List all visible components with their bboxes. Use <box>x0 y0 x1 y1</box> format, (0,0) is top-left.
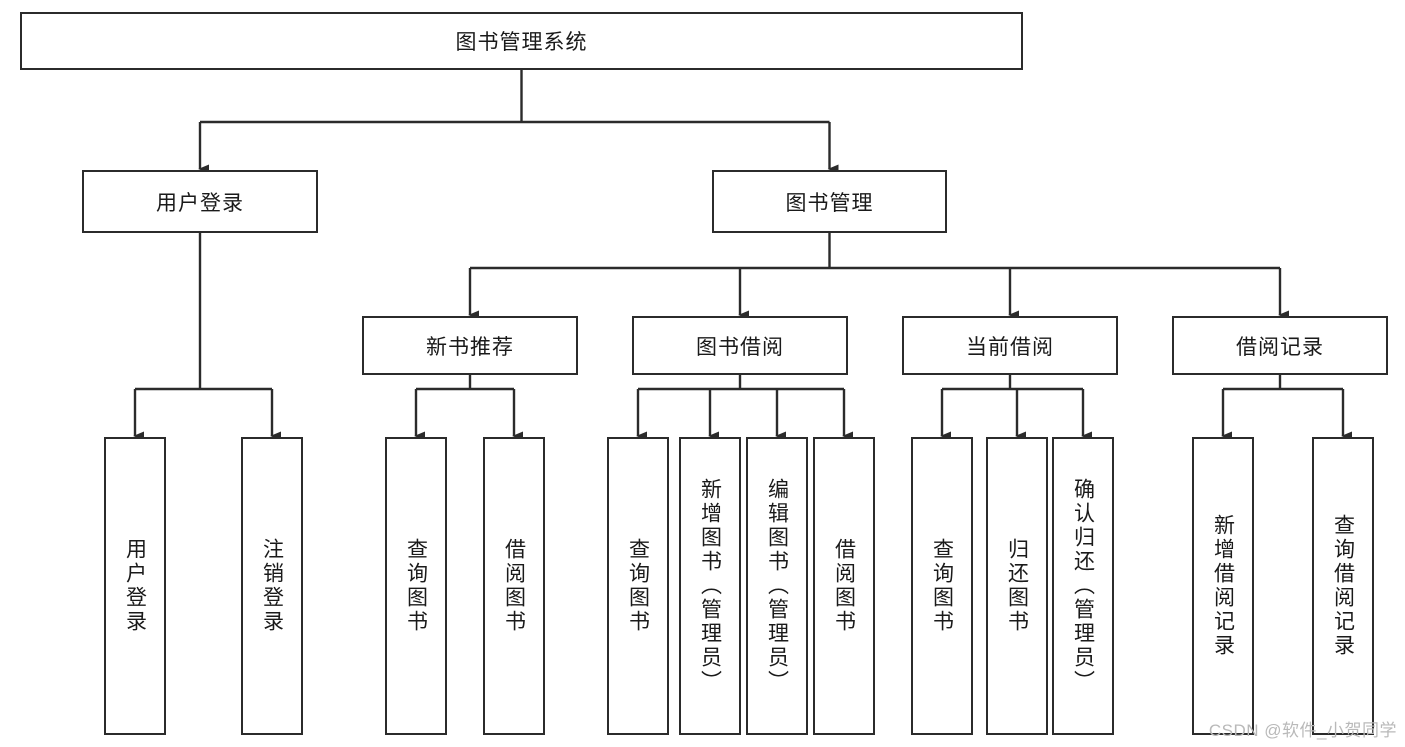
node-label: 图书管理 <box>785 191 874 215</box>
node-label: 借阅图书 <box>502 538 526 634</box>
node-label: 用户登录 <box>123 538 147 634</box>
node-label: 图书借阅 <box>696 335 784 359</box>
node-current-borrow[interactable]: 当前借阅 <box>902 316 1118 375</box>
node-label: 确认归还（管理员） <box>1071 478 1095 694</box>
node-leaf-borrow-2[interactable]: 借阅图书 <box>813 437 875 735</box>
node-label: 查询借阅记录 <box>1331 514 1355 658</box>
node-label: 新增借阅记录 <box>1211 514 1235 658</box>
node-leaf-confirm[interactable]: 确认归还（管理员） <box>1052 437 1114 735</box>
watermark: CSDN @软件_小贺同学 <box>1208 721 1397 740</box>
node-label: 归还图书 <box>1005 538 1029 634</box>
node-new-book-rec[interactable]: 新书推荐 <box>362 316 578 375</box>
node-label: 查询图书 <box>404 538 428 634</box>
node-leaf-add-record[interactable]: 新增借阅记录 <box>1192 437 1254 735</box>
node-leaf-logout[interactable]: 注销登录 <box>241 437 303 735</box>
node-label: 当前借阅 <box>966 335 1054 359</box>
node-root[interactable]: 图书管理系统 <box>20 12 1023 70</box>
node-label: 用户登录 <box>156 191 244 215</box>
node-label: 新增图书（管理员） <box>698 478 722 694</box>
node-book-manage[interactable]: 图书管理 <box>712 170 947 233</box>
node-leaf-qry-record[interactable]: 查询借阅记录 <box>1312 437 1374 735</box>
node-borrow-record[interactable]: 借阅记录 <box>1172 316 1388 375</box>
node-leaf-query-3[interactable]: 查询图书 <box>911 437 973 735</box>
node-user-login[interactable]: 用户登录 <box>82 170 318 233</box>
node-leaf-return[interactable]: 归还图书 <box>986 437 1048 735</box>
node-label: 注销登录 <box>260 538 284 634</box>
node-label: 新书推荐 <box>426 335 514 359</box>
node-leaf-edit-book[interactable]: 编辑图书（管理员） <box>746 437 808 735</box>
node-leaf-query-2[interactable]: 查询图书 <box>607 437 669 735</box>
node-label: 查询图书 <box>626 538 650 634</box>
node-book-borrow[interactable]: 图书借阅 <box>632 316 848 375</box>
node-label: 图书管理系统 <box>455 31 588 54</box>
node-leaf-borrow-1[interactable]: 借阅图书 <box>483 437 545 735</box>
node-label: 借阅图书 <box>832 538 856 634</box>
node-label: 借阅记录 <box>1236 335 1324 359</box>
node-label: 编辑图书（管理员） <box>765 478 789 694</box>
node-leaf-add-book[interactable]: 新增图书（管理员） <box>679 437 741 735</box>
node-label: 查询图书 <box>930 538 954 634</box>
node-leaf-query-1[interactable]: 查询图书 <box>385 437 447 735</box>
node-leaf-user-login[interactable]: 用户登录 <box>104 437 166 735</box>
